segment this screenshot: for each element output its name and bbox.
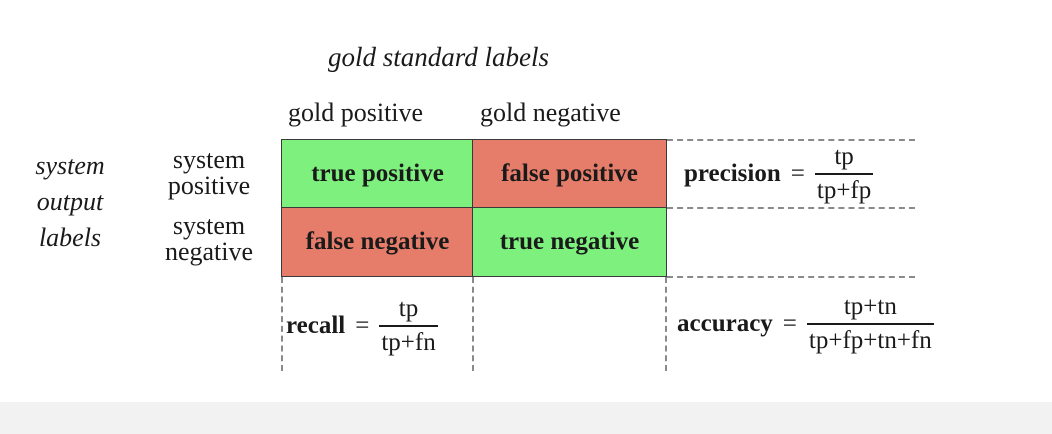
accuracy-numerator: tp+tn bbox=[843, 293, 897, 320]
row-axis-label-line: system bbox=[35, 151, 105, 180]
dashed-line bbox=[665, 277, 667, 371]
column-header-gold-negative: gold negative bbox=[480, 98, 621, 127]
row-header-line: system bbox=[172, 211, 246, 240]
row-header-system-negative: system negative bbox=[150, 213, 268, 265]
row-axis-label-line: labels bbox=[38, 223, 102, 252]
precision-formula: precision = tp tp+fp bbox=[684, 140, 874, 208]
row-header-line: negative bbox=[164, 237, 254, 266]
recall-label: recall bbox=[286, 312, 346, 339]
recall-denominator: tp+fn bbox=[379, 325, 438, 356]
dashed-line bbox=[281, 277, 283, 371]
row-header-system-positive: system positive bbox=[150, 147, 268, 199]
cell-true-positive: true positive bbox=[281, 139, 474, 209]
column-header-gold-positive: gold positive bbox=[288, 98, 424, 127]
dashed-line bbox=[667, 207, 915, 209]
equals-sign: = bbox=[355, 312, 370, 339]
recall-numerator: tp bbox=[398, 295, 419, 322]
equals-sign: = bbox=[790, 160, 805, 187]
dashed-line bbox=[472, 277, 474, 371]
row-axis-label: system output labels bbox=[20, 148, 120, 256]
cell-true-negative: true negative bbox=[472, 207, 667, 277]
accuracy-fraction: tp+tn tp+fp+tn+fn bbox=[806, 293, 934, 354]
accuracy-denominator: tp+fp+tn+fn bbox=[806, 323, 934, 354]
dashed-line bbox=[667, 276, 915, 278]
precision-denominator: tp+fp bbox=[814, 173, 874, 204]
recall-fraction: tp tp+fn bbox=[379, 295, 438, 356]
row-axis-label-line: output bbox=[36, 187, 104, 216]
diagram-title: gold standard labels bbox=[328, 42, 550, 72]
precision-fraction: tp tp+fp bbox=[814, 143, 874, 204]
precision-numerator: tp bbox=[834, 143, 854, 170]
accuracy-label: accuracy bbox=[677, 310, 773, 337]
accuracy-formula: accuracy = tp+tn tp+fp+tn+fn bbox=[677, 290, 934, 358]
equals-sign: = bbox=[782, 310, 797, 337]
bottom-bar bbox=[0, 402, 1052, 434]
dashed-line bbox=[667, 139, 915, 141]
precision-label: precision bbox=[684, 160, 781, 187]
cell-false-negative: false negative bbox=[281, 207, 474, 277]
recall-formula: recall = tp tp+fn bbox=[286, 292, 438, 360]
row-header-line: system bbox=[172, 145, 246, 174]
cell-false-positive: false positive bbox=[472, 139, 667, 209]
row-header-line: positive bbox=[167, 171, 251, 200]
